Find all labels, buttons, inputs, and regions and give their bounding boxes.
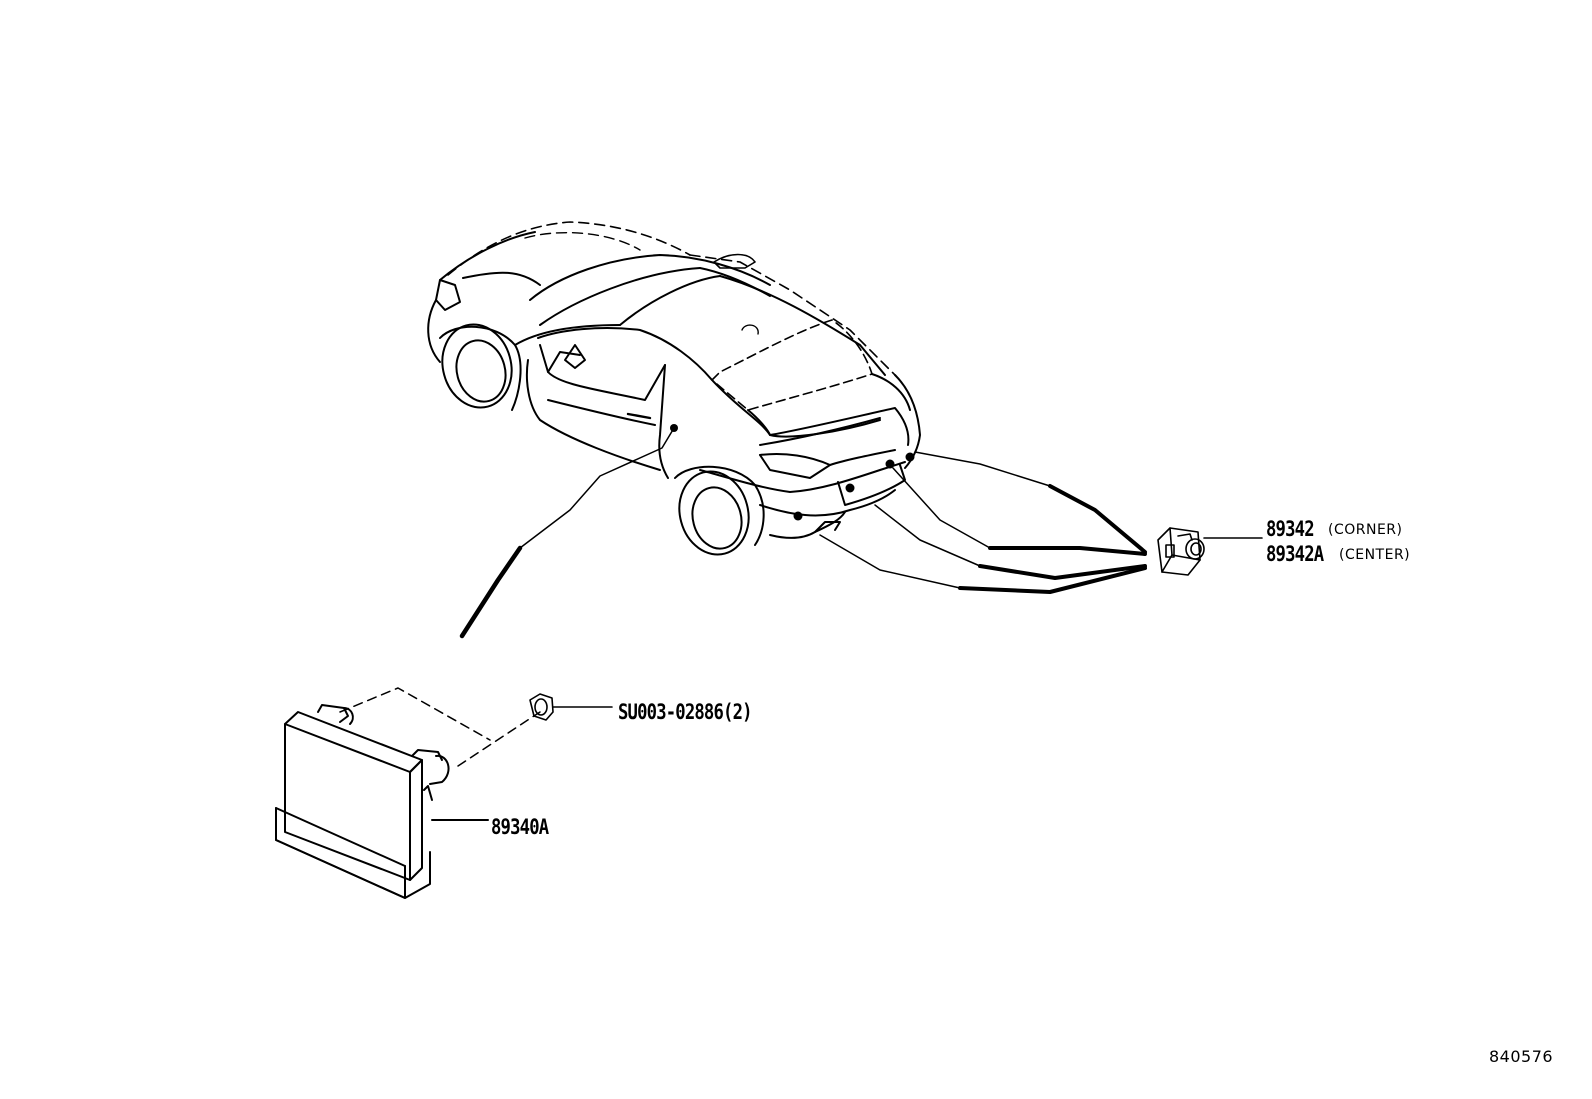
callout-sensor-corner: 89342 (CORNER) xyxy=(1266,517,1402,541)
illustration-code: 840576 xyxy=(1489,1047,1554,1066)
callout-ecu: 89340A xyxy=(491,817,561,838)
callout-sensor-center: 89342A (CENTER) xyxy=(1266,542,1410,566)
part-number-sensor-center: 89342A xyxy=(1266,542,1324,566)
vehicle-rear-view-icon xyxy=(427,221,921,556)
control-module-icon xyxy=(275,687,541,899)
sensor-leader-lines xyxy=(459,427,1147,639)
part-number-ecu: 89340A xyxy=(491,815,549,839)
part-number-nut: SU003-02886(2) xyxy=(618,700,752,724)
note-center: (CENTER) xyxy=(1339,547,1411,563)
nut-icon xyxy=(529,693,613,721)
ultrasonic-sensor-icon xyxy=(1157,527,1263,576)
callout-nut: SU003-02886(2) xyxy=(618,702,781,723)
note-corner: (CORNER) xyxy=(1328,522,1403,538)
part-number-sensor-corner: 89342 xyxy=(1266,517,1315,541)
